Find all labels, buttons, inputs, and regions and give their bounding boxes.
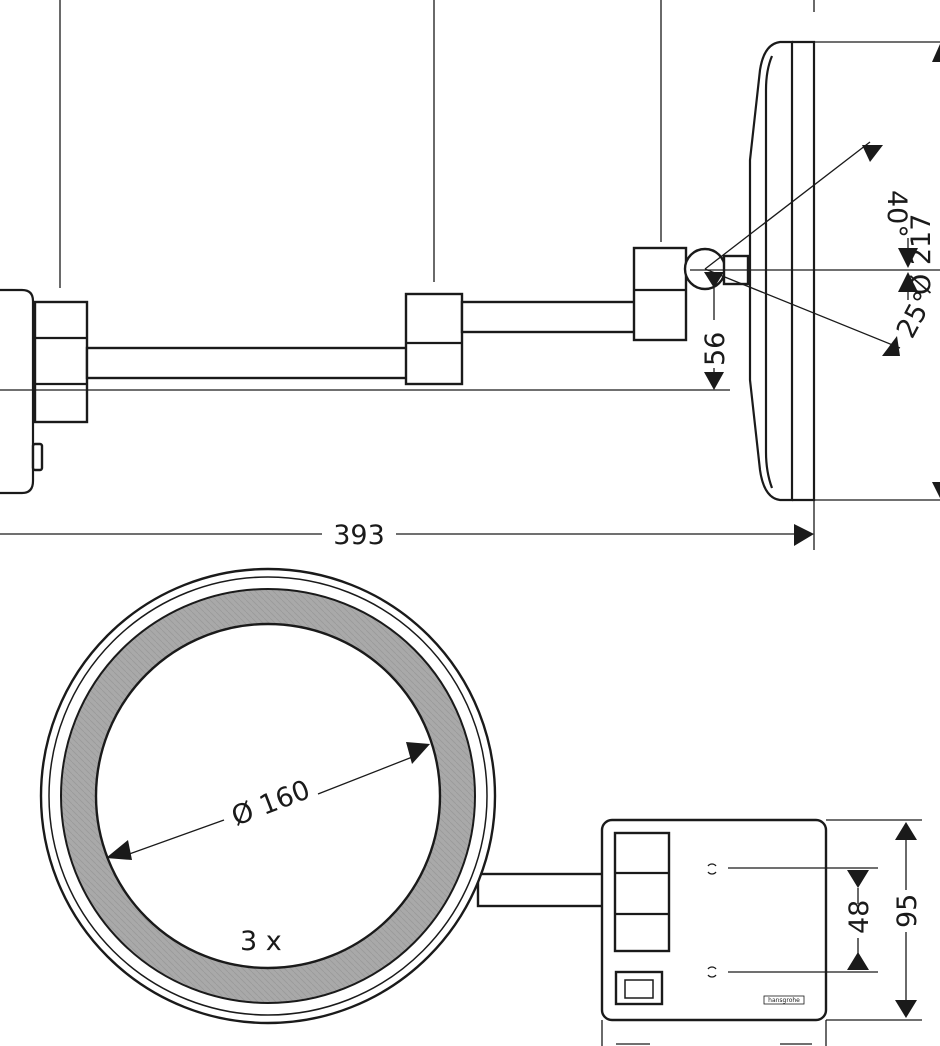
wall-plate-side (0, 288, 35, 495)
mirror-diameter-side-label: Ø 217 (906, 214, 937, 295)
front-arm (476, 872, 620, 908)
mounting-hole-bottom (707, 966, 717, 978)
front-joint-block (613, 831, 671, 953)
mirror-side-profile (748, 40, 794, 502)
overall-length-label: 393 (333, 520, 385, 551)
hole-spacing-label: 48 (844, 900, 875, 934)
joint-block-3 (632, 246, 688, 342)
arm-segment-2 (460, 300, 639, 334)
tilt-up-label: 40° (881, 190, 912, 238)
mirror-glass (94, 622, 442, 970)
front-view: Ø 160 3 x hansgrohe 48 (39, 567, 923, 1046)
side-view: 40° 25° 56 Ø 217 393 (0, 0, 940, 551)
mounting-hole-top (707, 863, 717, 875)
wall-switch-side (31, 442, 44, 472)
top-leader-lines (59, 0, 815, 288)
magnification-label: 3 x (240, 926, 282, 957)
arm-segment-1 (85, 346, 412, 380)
arm-offset-label: 56 (700, 332, 731, 366)
joint-block-1 (33, 300, 89, 424)
brand-label: hansgrohe (768, 997, 800, 1004)
joint-block-2 (404, 292, 464, 386)
plate-height-label: 95 (892, 894, 923, 928)
